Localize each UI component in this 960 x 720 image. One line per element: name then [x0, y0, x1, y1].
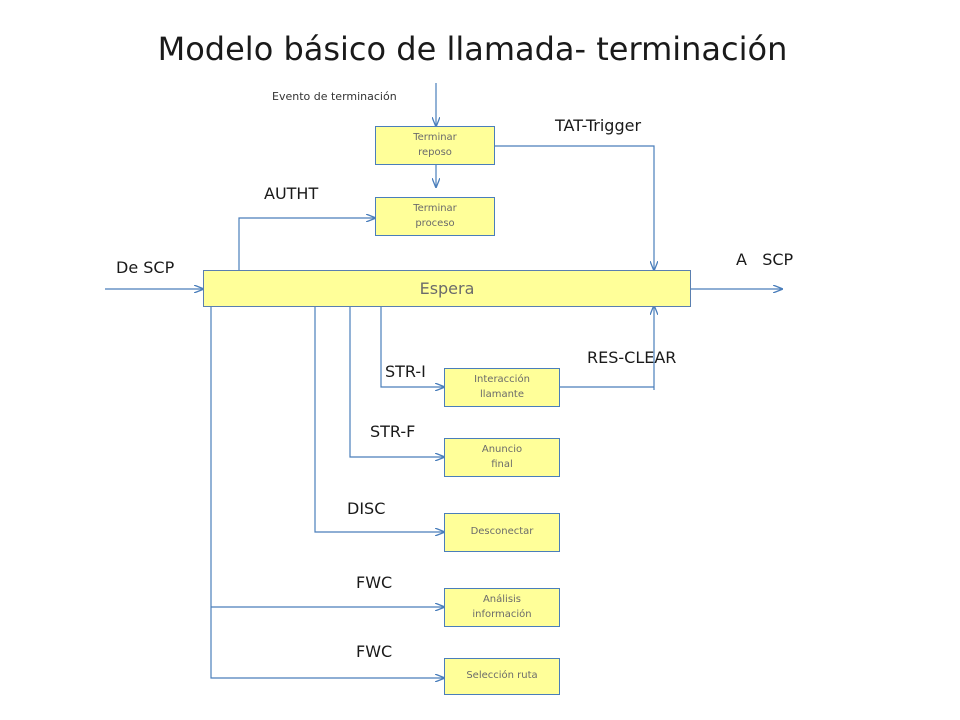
label-fwc-2: FWC [356, 642, 393, 661]
diagram-title: Modelo básico de llamada- terminación [157, 30, 788, 68]
box-espera: Espera [203, 270, 691, 307]
label-tat-trigger: TAT-Trigger [555, 116, 642, 135]
box-seleccion-ruta: Selección ruta [444, 658, 560, 695]
arrow-autht [238, 218, 375, 270]
label-res-clear: RES-CLEAR [587, 348, 677, 367]
label-str-f: STR-F [370, 422, 416, 441]
label-str-i: STR-I [385, 362, 426, 381]
arrow-disc [314, 307, 444, 532]
label-fwc-1: FWC [356, 573, 393, 592]
label-autht: AUTHT [264, 184, 319, 203]
label-disc: DISC [347, 499, 386, 518]
arrow-str-i [380, 307, 444, 387]
arrow-tat-trigger [495, 145, 654, 270]
box-desconectar: Desconectar [444, 513, 560, 552]
arrow-fwc-1 [210, 307, 444, 678]
label-a-scp: A SCP [736, 250, 794, 269]
label-de-scp: De SCP [116, 258, 175, 277]
label-evento: Evento de terminación [272, 90, 397, 103]
arrow-str-f [349, 307, 444, 457]
